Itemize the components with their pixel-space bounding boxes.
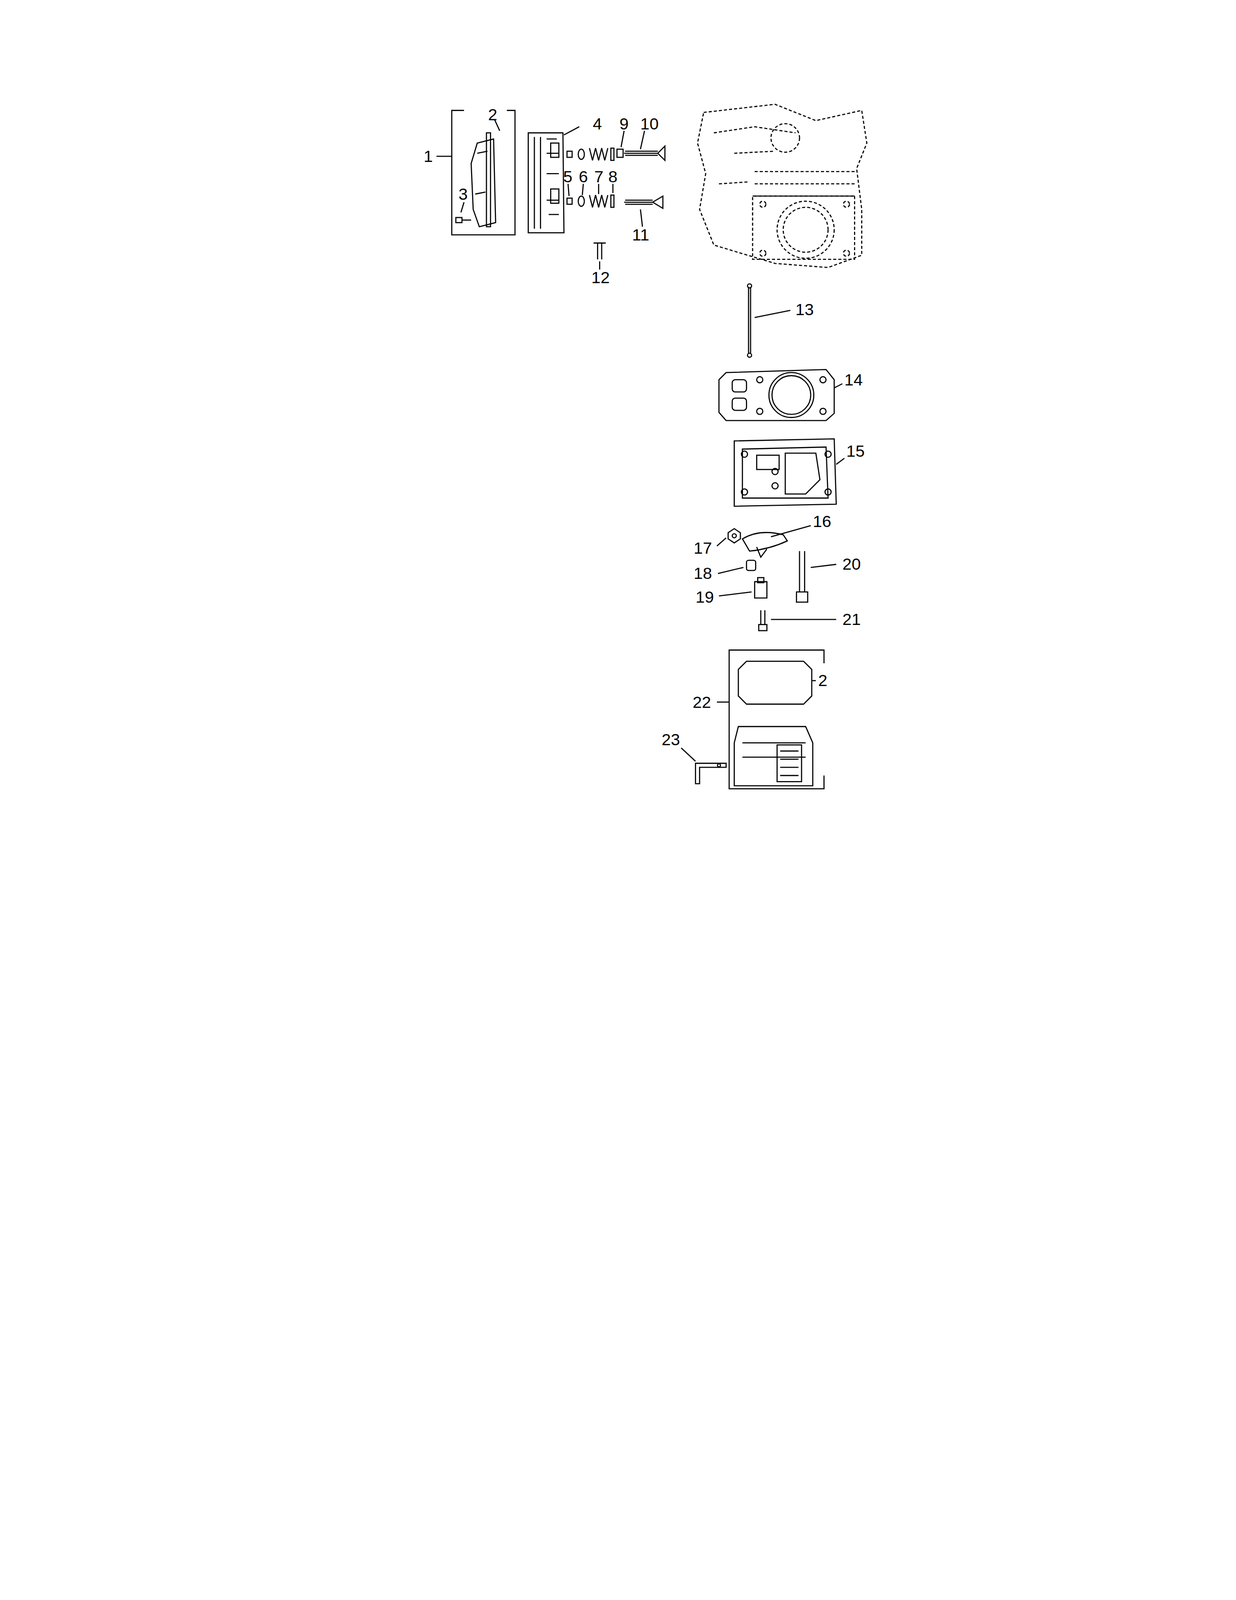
callout-number: 21 xyxy=(842,610,861,628)
callout-number: 19 xyxy=(695,588,714,605)
callout-number: 10 xyxy=(640,115,659,132)
callout-number: 2 xyxy=(818,671,828,689)
callout-number: 11 xyxy=(632,226,650,243)
callout-number: 16 xyxy=(812,512,832,530)
callout-number: 8 xyxy=(608,168,618,185)
callout-number: 14 xyxy=(844,371,863,388)
callout-number: 23 xyxy=(661,730,681,748)
callout-number: 7 xyxy=(594,168,604,185)
callout-number: 12 xyxy=(591,269,610,286)
callout-number: 4 xyxy=(592,115,603,132)
callout-number: 22 xyxy=(692,693,712,711)
callout-number: 9 xyxy=(619,115,629,132)
callout-number: 20 xyxy=(842,555,861,572)
callout-number: 17 xyxy=(693,539,713,556)
callout-number: 1 xyxy=(423,147,433,165)
callout-number: 3 xyxy=(458,185,468,203)
callout-number: 15 xyxy=(846,442,865,460)
callout-number: 13 xyxy=(795,301,814,318)
callout-number: 2 xyxy=(488,106,498,123)
callout-number: 5 xyxy=(563,168,573,185)
callout-number: 6 xyxy=(578,168,588,185)
callout-number: 18 xyxy=(693,564,713,582)
